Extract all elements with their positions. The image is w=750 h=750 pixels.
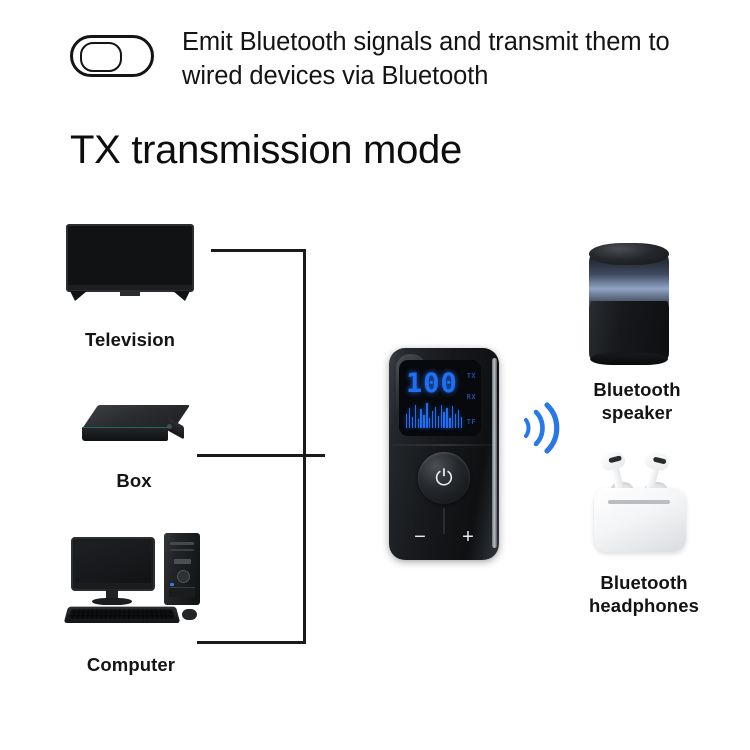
- lcd-value: 100: [406, 368, 458, 399]
- connector-line-computer: [197, 641, 306, 644]
- lcd-equalizer: [406, 402, 463, 428]
- computer-tower: [164, 533, 200, 605]
- equalizer-bar: [437, 415, 440, 428]
- desktop-computer-icon: [63, 533, 216, 636]
- equalizer-bar: [431, 410, 434, 428]
- volume-up-button[interactable]: +: [462, 526, 474, 548]
- equalizer-bar: [460, 416, 463, 428]
- monitor-stand-base: [92, 598, 132, 605]
- equalizer-bar: [454, 414, 457, 428]
- equalizer-bar: [411, 417, 414, 428]
- television-chin: [120, 292, 140, 296]
- equalizer-bar: [446, 408, 448, 428]
- set-top-box-icon: [81, 405, 191, 451]
- monitor-stand-neck: [106, 589, 118, 599]
- device-seam: [393, 444, 495, 446]
- bluetooth-transmitter-device[interactable]: 100 TX RX TF ⏻ − +: [389, 348, 499, 560]
- label-bluetooth-speaker-line2: speaker: [601, 401, 673, 423]
- tower-logo: [174, 559, 191, 564]
- speaker-mesh: [589, 301, 669, 359]
- earbuds-charging-case: [594, 488, 686, 552]
- equalizer-bar: [408, 407, 411, 428]
- device-lcd-screen: 100 TX RX TF: [399, 360, 481, 436]
- toggle-switch-icon: [70, 35, 158, 81]
- equalizer-bar: [434, 406, 437, 428]
- lcd-label-tf: TF: [466, 418, 476, 426]
- equalizer-bar: [452, 406, 454, 428]
- computer-keyboard: [63, 606, 181, 624]
- tower-drive-bay: [170, 542, 194, 545]
- equalizer-bar: [423, 415, 425, 428]
- page-title: TX transmission mode: [70, 128, 462, 172]
- box-front-face: [82, 427, 168, 441]
- television-icon: [66, 224, 194, 301]
- box-indicator-dot: [167, 424, 172, 429]
- power-icon: ⏻: [435, 465, 453, 490]
- equalizer-bar: [449, 418, 451, 428]
- label-bluetooth-headphones: Bluetooth headphones: [549, 572, 739, 617]
- monitor-screen: [75, 541, 151, 583]
- equalizer-bar: [414, 405, 417, 428]
- television-foot-right: [173, 291, 190, 301]
- computer-monitor: [71, 537, 155, 591]
- equalizer-bar: [406, 413, 408, 428]
- label-television: Television: [84, 329, 176, 350]
- toggle-knob: [80, 42, 122, 72]
- label-bluetooth-speaker: Bluetooth speaker: [552, 379, 722, 424]
- television-screen: [66, 224, 194, 292]
- equalizer-bar: [457, 409, 460, 428]
- computer-mouse: [182, 609, 197, 620]
- header: Emit Bluetooth signals and transmit them…: [70, 26, 730, 93]
- bluetooth-signal-waves-icon: [520, 400, 566, 456]
- device-button-divider: [443, 508, 445, 534]
- connector-line-trunk: [303, 249, 306, 644]
- speaker-top-cap: [589, 243, 669, 265]
- label-box: Box: [116, 470, 152, 491]
- tower-front-panel: [169, 587, 195, 597]
- label-bluetooth-speaker-line1: Bluetooth: [593, 379, 681, 400]
- tower-led: [170, 583, 174, 586]
- bluetooth-earbuds-icon: [584, 449, 694, 554]
- earbuds-case-lid-seam: [608, 500, 670, 504]
- tower-drive-bay-2: [170, 549, 194, 551]
- lcd-label-tx: TX: [466, 372, 476, 380]
- label-computer: Computer: [86, 654, 176, 675]
- equalizer-bar: [417, 419, 419, 428]
- label-bluetooth-headphones-line2: headphones: [589, 594, 699, 616]
- equalizer-bar: [429, 417, 431, 428]
- connector-line-box: [197, 454, 325, 457]
- equalizer-bar: [420, 409, 422, 428]
- equalizer-bar: [443, 412, 445, 428]
- power-button[interactable]: ⏻: [418, 452, 470, 504]
- equalizer-bar: [426, 403, 428, 428]
- equalizer-bar: [440, 404, 442, 428]
- lcd-label-rx: RX: [466, 393, 476, 401]
- volume-down-button[interactable]: −: [414, 526, 426, 548]
- speaker-base: [590, 353, 668, 365]
- television-foot-left: [70, 291, 87, 301]
- label-bluetooth-headphones-line1: Bluetooth: [600, 572, 688, 593]
- device-side-trim: [492, 358, 497, 548]
- tower-power-button: [177, 570, 190, 583]
- bluetooth-speaker-icon: [585, 243, 673, 365]
- header-description: Emit Bluetooth signals and transmit them…: [182, 28, 670, 90]
- connector-line-television: [211, 249, 306, 252]
